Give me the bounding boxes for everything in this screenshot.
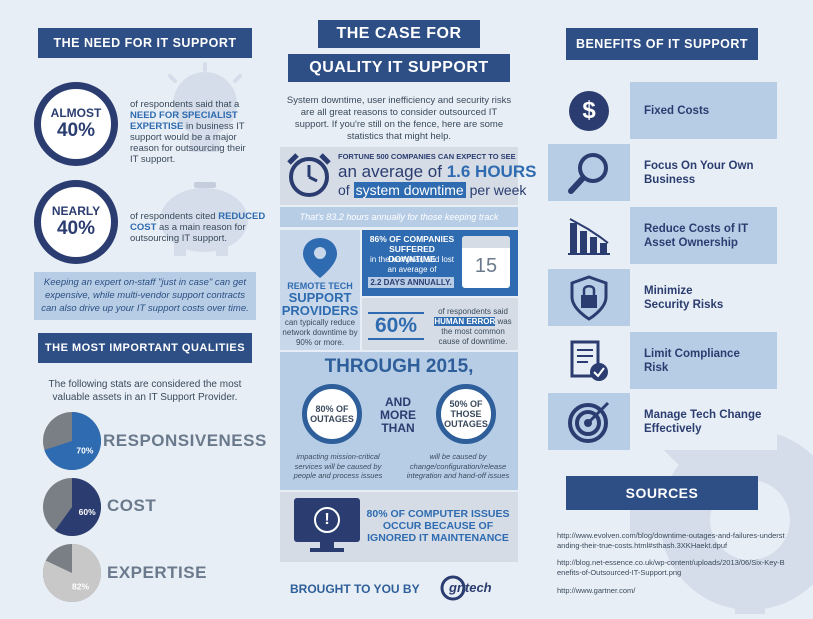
benefit-row-security: Minimize Security Risks xyxy=(548,269,777,326)
benefit-label: Reduce Costs of IT Asset Ownership xyxy=(644,222,749,249)
through-middle: AND MORE THAN xyxy=(380,395,416,435)
benefit-icon-box: $ xyxy=(548,82,630,139)
benefit-row-compliance: Limit Compliance Risk xyxy=(548,332,777,389)
title-line2: QUALITY IT SUPPORT xyxy=(288,54,510,82)
remote-line2: SUPPORT xyxy=(288,290,352,305)
gntech-logo: gntech xyxy=(440,575,506,601)
pie-percent-label: 70% xyxy=(76,445,93,455)
stat-text-expertise: of respondents said that a NEED FOR SPEC… xyxy=(130,99,246,165)
downtime-line3: of system downtime per week xyxy=(338,182,527,198)
pie-slice xyxy=(44,412,101,470)
title-line1: THE CASE FOR xyxy=(318,20,480,48)
declining-chart-icon xyxy=(568,217,610,255)
stat-value: 40% xyxy=(56,218,96,239)
benefit-icon-box xyxy=(548,332,630,389)
computer-text: 80% OF COMPUTER ISSUES OCCUR BECAUSE OF … xyxy=(366,508,510,544)
benefits-heading: BENEFITS OF IT SUPPORT xyxy=(566,28,758,60)
sources-heading: SOURCES xyxy=(566,476,758,510)
remote-line3: PROVIDERS xyxy=(281,303,359,318)
lightbulb-icon xyxy=(160,62,250,167)
benefit-row-focus: Focus On Your Own Business xyxy=(548,144,777,201)
callout-box: Keeping an expert on-staff "just in case… xyxy=(34,272,256,320)
source-link[interactable]: http://www.gartner.com/ xyxy=(557,586,636,595)
benefit-row-fixed-costs: $ Fixed Costs xyxy=(548,82,777,139)
human-error-value: 60% xyxy=(368,312,424,340)
through-right-text: will be caused by change/configuration/r… xyxy=(406,452,510,480)
stat-qualifier: NEARLY xyxy=(51,204,101,218)
target-icon xyxy=(568,401,610,443)
suffered-highlight: 2.2 DAYS ANNUALLY. xyxy=(368,277,454,288)
magnifier-icon xyxy=(568,152,608,194)
brought-text: BROUGHT TO YOU BY xyxy=(290,582,420,596)
benefit-row-asset-costs: Reduce Costs of IT Asset Ownership xyxy=(548,207,777,264)
alarm-clock-icon xyxy=(284,150,334,205)
qualities-pie-charts: 70% 60% 82% xyxy=(43,412,101,602)
location-pin-icon xyxy=(303,238,337,283)
outages-circle-left: 80% OF OUTAGES xyxy=(302,384,362,444)
stat-value: 40% xyxy=(56,120,96,141)
pie-slice xyxy=(54,478,101,536)
checked-document-icon xyxy=(570,340,608,381)
pie-percent-label: 60% xyxy=(79,507,96,517)
benefit-label: Minimize Security Risks xyxy=(644,284,724,311)
calendar-icon: 15 xyxy=(462,236,510,288)
benefit-icon-box xyxy=(548,393,630,450)
benefit-icon-box xyxy=(548,144,630,201)
benefit-icon-box xyxy=(548,269,630,326)
computer-monitor-icon: ! xyxy=(294,498,360,556)
suffered-text: in the last year, and lost an average of xyxy=(369,255,455,274)
suffered-headline: 86% OF COMPANIES SUFFERED DOWNTIME xyxy=(369,234,455,264)
warning-icon: ! xyxy=(314,507,340,533)
benefit-label: Focus On Your Own Business xyxy=(644,159,754,186)
source-link[interactable]: http://blog.net-essence.co.uk/wp-content… xyxy=(557,558,785,577)
stat-circle-expertise: ALMOST 40% xyxy=(34,82,118,166)
downtime-line2: an average of 1.6 HOURS xyxy=(338,162,537,181)
pie-percent-label: 82% xyxy=(72,581,89,591)
benefit-label: Manage Tech Change Effectively xyxy=(644,408,762,435)
benefit-label: Fixed Costs xyxy=(644,104,710,117)
benefit-label: Limit Compliance Risk xyxy=(644,347,740,374)
piggy-bank-icon xyxy=(148,176,252,267)
pie-slice xyxy=(43,544,101,602)
remote-text: can typically reduce network downtime by… xyxy=(282,318,358,347)
calendar-day: 15 xyxy=(474,255,498,277)
dollar-icon: $ xyxy=(569,90,609,131)
human-error-text: of respondents said HUMAN ERROR was the … xyxy=(434,307,512,346)
logo-text: gntech xyxy=(449,580,492,595)
quality-label-cost: COST xyxy=(107,496,157,515)
stat-qualifier: ALMOST xyxy=(50,106,102,120)
downtime-line1: FORTUNE 500 COMPANIES CAN EXPECT TO SEE xyxy=(338,152,516,161)
stat-circle-cost: NEARLY 40% xyxy=(34,180,118,264)
quality-label-responsiveness: RESPONSIVENESS xyxy=(103,431,267,450)
benefit-row-tech-change: Manage Tech Change Effectively xyxy=(548,393,777,450)
intro-text: System downtime, user inefficiency and s… xyxy=(286,95,512,142)
remote-line1: REMOTE TECH xyxy=(287,281,353,291)
stat-text-cost: of respondents cited REDUCED COST as a m… xyxy=(130,211,266,244)
outages-circle-right: 50% OF THOSE OUTAGES xyxy=(436,384,496,444)
source-link[interactable]: http://www.evolven.com/blog/downtime-out… xyxy=(557,531,785,550)
through-left-text: impacting mission-critical services will… xyxy=(293,452,383,480)
downtime-strip: That's 83.2 hours annually for those kee… xyxy=(280,207,518,227)
quality-label-expertise: EXPERTISE xyxy=(107,563,207,582)
through-heading: THROUGH 2015, xyxy=(324,356,474,377)
need-heading: THE NEED FOR IT SUPPORT xyxy=(38,28,252,58)
benefit-icon-box xyxy=(548,207,630,264)
padlock-shield-icon xyxy=(570,274,608,321)
qualities-heading: THE MOST IMPORTANT QUALITIES xyxy=(38,333,252,363)
qualities-intro: The following stats are considered the m… xyxy=(48,379,242,403)
